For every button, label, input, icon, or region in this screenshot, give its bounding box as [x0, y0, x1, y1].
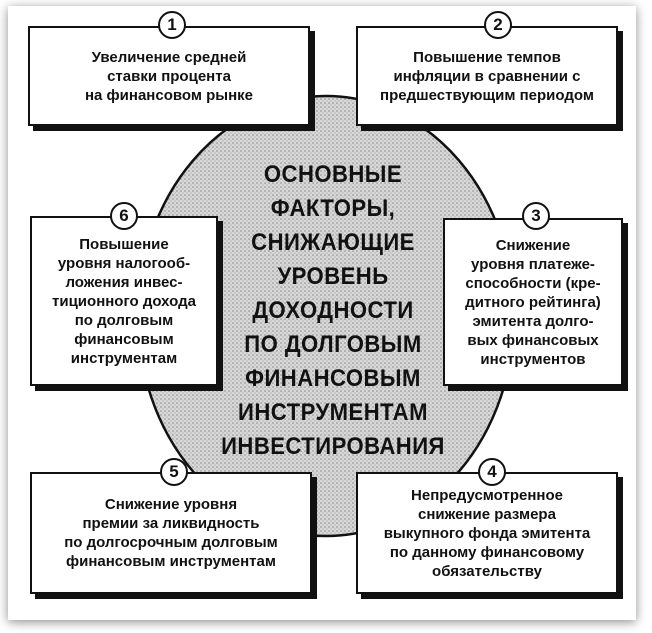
- factor-number-4: 4: [478, 458, 506, 486]
- factor-text-2: Повышение темпов инфляции в сравнении с …: [380, 48, 594, 104]
- factor-text-5: Снижение уровня премии за ликвидность по…: [64, 496, 278, 570]
- central-title: ОСНОВНЫЕ ФАКТОРЫ, СНИЖАЮЩИЕ УРОВЕНЬ ДОХО…: [221, 161, 445, 460]
- factor-number-5: 5: [160, 458, 188, 486]
- factor-number-3: 3: [522, 202, 550, 230]
- factor-box-6: Повышение уровня налогооб- ложения инвес…: [30, 216, 218, 386]
- factor-text-6: Повышение уровня налогооб- ложения инвес…: [52, 235, 196, 367]
- factor-number-1: 1: [158, 11, 186, 39]
- factor-box-3: Снижение уровня платеже- способности (кр…: [443, 218, 623, 386]
- factor-text-4: Непредусмотренное снижение размера выкуп…: [383, 486, 591, 580]
- factor-box-4: Непредусмотренное снижение размера выкуп…: [356, 472, 618, 594]
- factor-number-6: 6: [110, 202, 138, 230]
- factor-box-2: Повышение темпов инфляции в сравнении с …: [356, 26, 618, 126]
- factor-number-2: 2: [484, 11, 512, 39]
- factor-text-3: Снижение уровня платеже- способности (кр…: [465, 236, 601, 368]
- diagram-frame: Увеличение средней ставки процента на фи…: [8, 6, 636, 620]
- factor-text-1: Увеличение средней ставки процента на фи…: [84, 48, 254, 104]
- factor-box-5: Снижение уровня премии за ликвидность по…: [30, 472, 312, 594]
- factor-box-1: Увеличение средней ставки процента на фи…: [28, 26, 310, 126]
